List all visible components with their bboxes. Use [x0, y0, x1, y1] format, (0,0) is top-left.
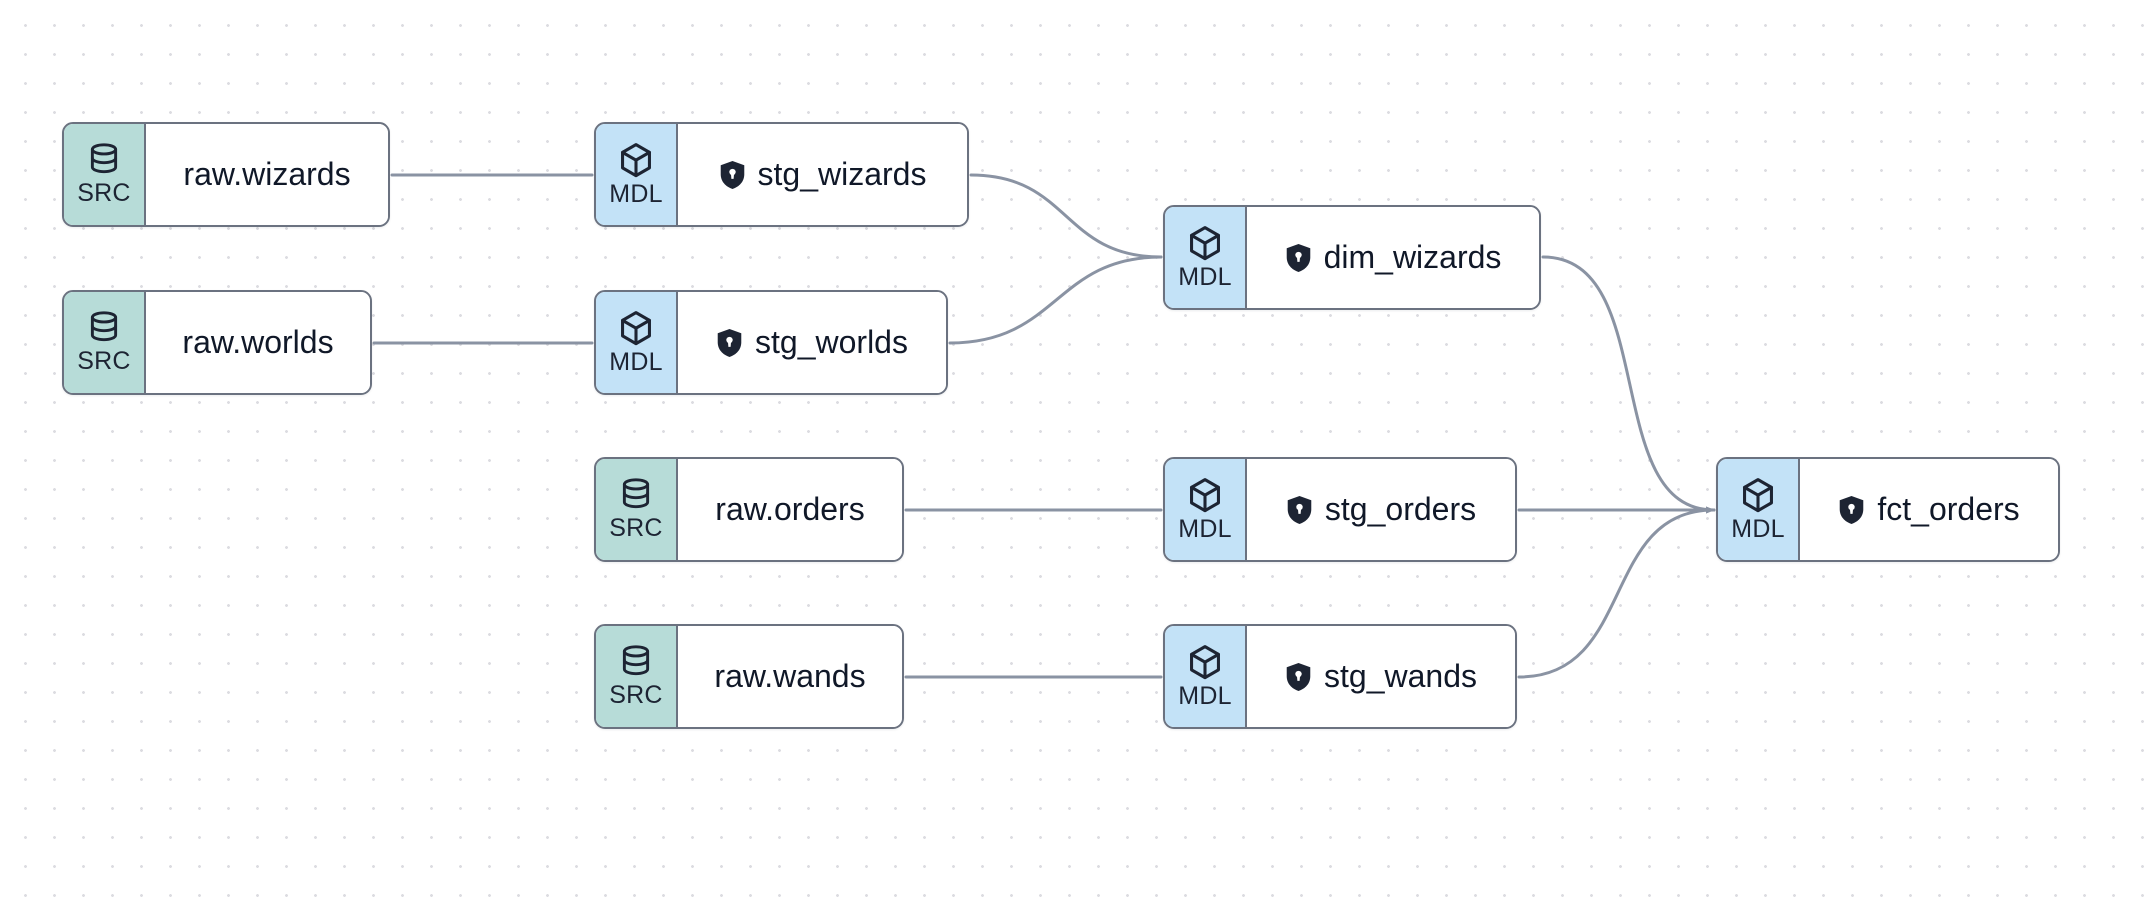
node-body: stg_worlds [678, 292, 946, 393]
node-label: raw.orders [715, 490, 865, 527]
database-icon [619, 645, 653, 681]
node-badge-src: SRC [596, 459, 678, 560]
node-stg_worlds[interactable]: MDL stg_worlds [594, 290, 948, 395]
node-badge-label: MDL [1178, 682, 1232, 710]
node-label: raw.wands [714, 657, 866, 694]
edge-stg_wizards-to-dim_wizards[interactable] [969, 173, 1163, 259]
node-body: stg_wizards [678, 124, 967, 225]
node-body: raw.wizards [146, 124, 388, 225]
node-badge-src: SRC [64, 124, 146, 225]
node-badge-label: SRC [609, 514, 663, 542]
node-badge-label: SRC [609, 681, 663, 709]
edge-stg_wands-to-fct_orders[interactable] [1517, 506, 1716, 679]
cube-icon [1187, 225, 1223, 263]
shield-lock-icon [716, 328, 743, 358]
node-body: stg_wands [1247, 626, 1515, 727]
node-label: stg_orders [1324, 490, 1477, 527]
node-badge-label: MDL [609, 348, 663, 376]
node-badge-src: SRC [596, 626, 678, 727]
node-stg_orders[interactable]: MDL stg_orders [1163, 457, 1517, 562]
node-body: raw.wands [678, 626, 902, 727]
shield-lock-icon [1286, 495, 1313, 525]
node-raw_worlds[interactable]: SRC raw.worlds [62, 290, 372, 395]
shield-lock-icon [1838, 495, 1865, 525]
node-badge-mdl: MDL [596, 124, 678, 225]
database-icon [87, 143, 121, 179]
node-badge-mdl: MDL [1718, 459, 1800, 560]
edge-stg_worlds-to-dim_wizards[interactable] [948, 255, 1163, 345]
node-body: dim_wizards [1247, 207, 1539, 308]
node-badge-mdl: MDL [1165, 459, 1247, 560]
node-badge-label: MDL [1178, 515, 1232, 543]
shield-lock-icon [1285, 243, 1312, 273]
node-label: raw.wizards [183, 155, 351, 192]
node-badge-src: SRC [64, 292, 146, 393]
node-badge-label: MDL [609, 180, 663, 208]
node-stg_wands[interactable]: MDL stg_wands [1163, 624, 1517, 729]
cube-icon [618, 310, 654, 348]
node-raw_orders[interactable]: SRC raw.orders [594, 457, 904, 562]
node-badge-label: SRC [77, 179, 131, 207]
cube-icon [618, 142, 654, 180]
node-body: stg_orders [1247, 459, 1515, 560]
node-dim_wizards[interactable]: MDL dim_wizards [1163, 205, 1541, 310]
node-badge-label: SRC [77, 347, 131, 375]
node-badge-label: MDL [1731, 515, 1785, 543]
node-label: stg_wands [1324, 657, 1477, 694]
node-badge-mdl: MDL [1165, 626, 1247, 727]
node-badge-mdl: MDL [596, 292, 678, 393]
node-fct_orders[interactable]: MDL fct_orders [1716, 457, 2060, 562]
node-label: stg_worlds [755, 323, 908, 360]
node-label: dim_wizards [1323, 238, 1502, 275]
cube-icon [1187, 644, 1223, 682]
edge-dim_wizards-to-fct_orders[interactable] [1541, 255, 1716, 514]
node-badge-label: MDL [1178, 263, 1232, 291]
node-raw_wands[interactable]: SRC raw.wands [594, 624, 904, 729]
shield-lock-icon [719, 160, 746, 190]
cube-icon [1740, 477, 1776, 515]
node-label: fct_orders [1877, 490, 2020, 527]
node-label: raw.worlds [182, 323, 334, 360]
node-body: raw.orders [678, 459, 902, 560]
node-body: fct_orders [1800, 459, 2058, 560]
node-badge-mdl: MDL [1165, 207, 1247, 308]
database-icon [87, 311, 121, 347]
cube-icon [1187, 477, 1223, 515]
shield-lock-icon [1285, 662, 1312, 692]
database-icon [619, 478, 653, 514]
node-stg_wizards[interactable]: MDL stg_wizards [594, 122, 969, 227]
node-raw_wizards[interactable]: SRC raw.wizards [62, 122, 390, 227]
node-body: raw.worlds [146, 292, 370, 393]
node-label: stg_wizards [757, 155, 927, 192]
